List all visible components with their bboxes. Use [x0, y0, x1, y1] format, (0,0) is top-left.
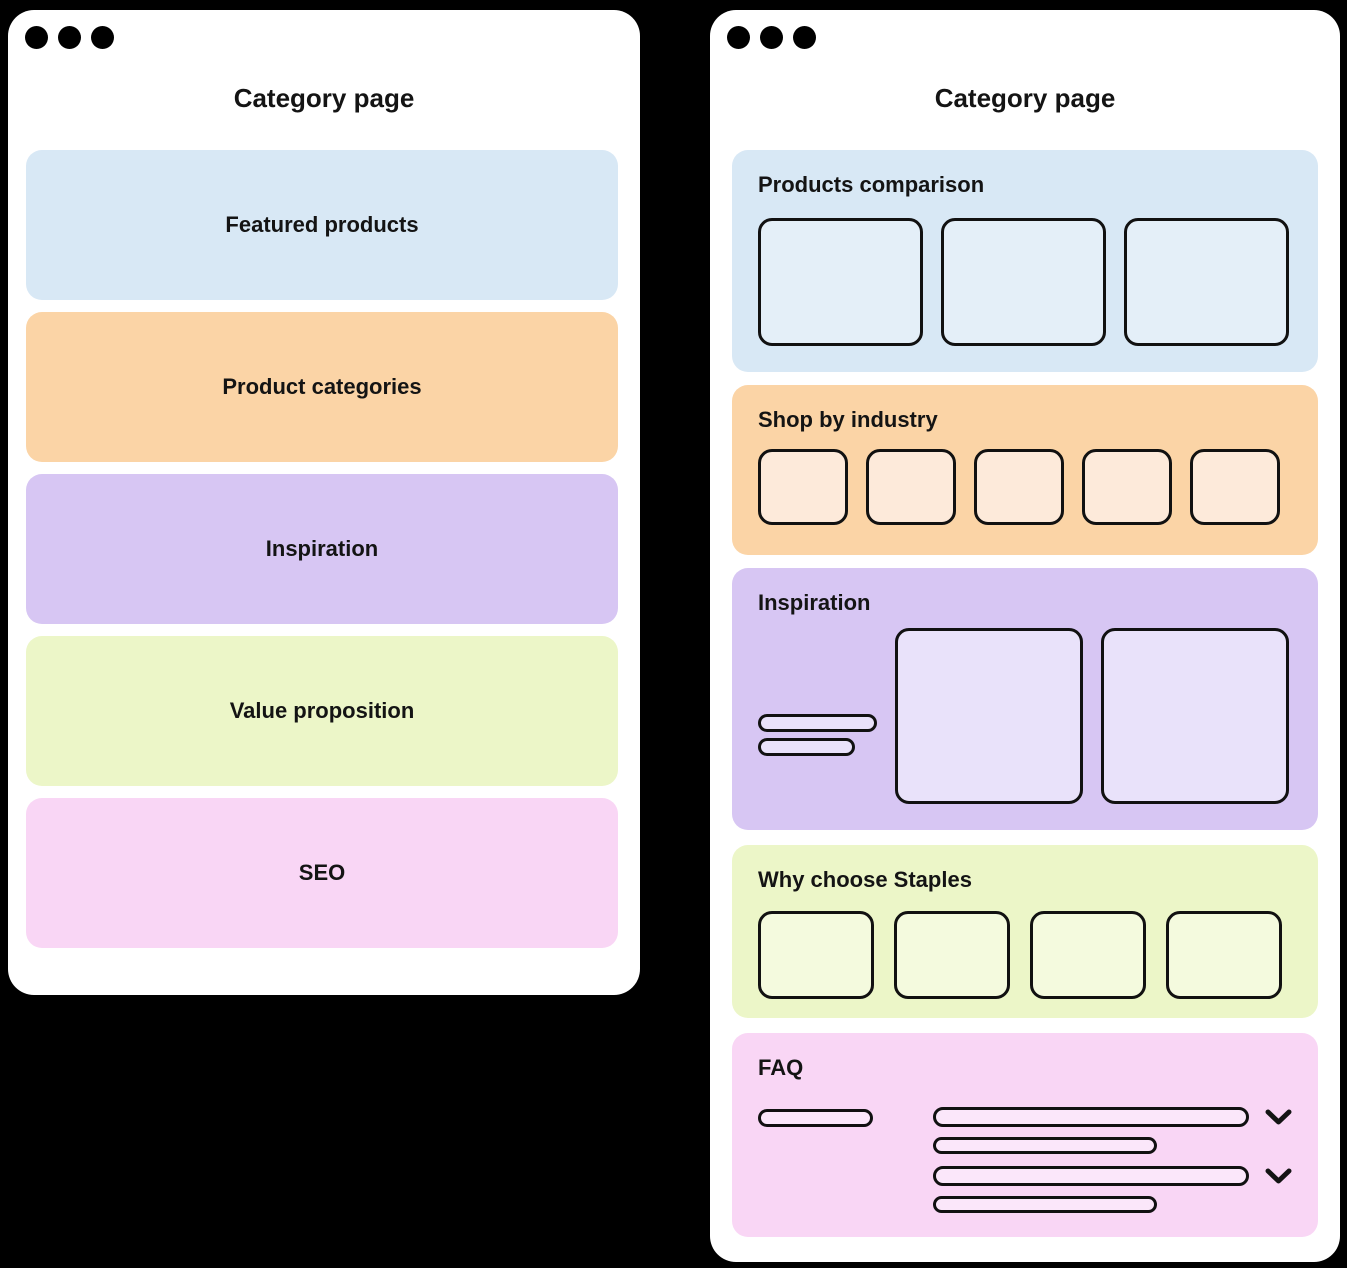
- section-product-categories: Product categories: [26, 312, 618, 462]
- answer-line-placeholder: [933, 1137, 1157, 1154]
- section-title: Products comparison: [758, 172, 985, 197]
- product-card-row: [758, 218, 1292, 346]
- browser-window-simple: Category page Featured products Product …: [8, 10, 640, 995]
- section-products-comparison: Products comparison: [732, 150, 1318, 372]
- product-card-placeholder: [941, 218, 1106, 346]
- industry-tile-placeholder: [866, 449, 956, 525]
- faq-topic-line-placeholder: [758, 1109, 873, 1127]
- window-dot-icon: [58, 26, 81, 49]
- window-dot-icon: [25, 26, 48, 49]
- section-label: Value proposition: [229, 698, 415, 723]
- window-controls: [25, 26, 114, 49]
- window-controls: [727, 26, 816, 49]
- section-inspiration-detail: Inspiration: [732, 568, 1318, 830]
- benefit-card-placeholder: [1166, 911, 1282, 999]
- industry-tile-placeholder: [1190, 449, 1280, 525]
- section-stack: Featured products Product categories Ins…: [26, 150, 618, 948]
- text-line-placeholder: [758, 714, 877, 732]
- section-label: Featured products: [225, 212, 419, 237]
- product-card-placeholder: [1124, 218, 1289, 346]
- section-label: Product categories: [222, 374, 422, 399]
- section-featured-products: Featured products: [26, 150, 618, 300]
- browser-window-detailed: Category page Products comparison Shop b…: [710, 10, 1340, 1262]
- page-title: Category page: [233, 83, 415, 113]
- window-dot-icon: [793, 26, 816, 49]
- chevron-down-icon[interactable]: [1265, 1168, 1292, 1185]
- window-dot-icon: [727, 26, 750, 49]
- faq-question-row[interactable]: [933, 1107, 1292, 1127]
- window-dot-icon: [760, 26, 783, 49]
- section-inspiration: Inspiration: [26, 474, 618, 624]
- product-card-placeholder: [758, 218, 923, 346]
- benefit-card-placeholder: [894, 911, 1010, 999]
- inspiration-image-placeholder: [1101, 628, 1289, 804]
- section-title: FAQ: [758, 1055, 804, 1080]
- industry-tile-placeholder: [1082, 449, 1172, 525]
- industry-tile-placeholder: [758, 449, 848, 525]
- section-label: SEO: [298, 860, 346, 885]
- section-why-choose-staples: Why choose Staples: [732, 845, 1318, 1018]
- section-faq: FAQ: [732, 1033, 1318, 1237]
- section-label: Inspiration: [265, 536, 379, 561]
- page-title: Category page: [934, 83, 1116, 113]
- benefit-card-placeholder: [758, 911, 874, 999]
- section-seo: SEO: [26, 798, 618, 948]
- faq-question-row[interactable]: [933, 1166, 1292, 1186]
- faq-question-list: [933, 1107, 1292, 1225]
- text-placeholder-group: [758, 628, 877, 804]
- industry-tile-row: [758, 449, 1292, 525]
- industry-tile-placeholder: [974, 449, 1064, 525]
- window-dot-icon: [91, 26, 114, 49]
- section-shop-by-industry: Shop by industry: [732, 385, 1318, 555]
- chevron-down-icon[interactable]: [1265, 1109, 1292, 1126]
- inspiration-image-placeholder: [895, 628, 1083, 804]
- benefit-card-row: [758, 911, 1292, 999]
- section-value-proposition: Value proposition: [26, 636, 618, 786]
- question-line-placeholder: [933, 1107, 1249, 1127]
- inspiration-content-row: [758, 628, 1292, 804]
- text-line-placeholder: [758, 738, 855, 756]
- answer-line-placeholder: [933, 1196, 1157, 1213]
- benefit-card-placeholder: [1030, 911, 1146, 999]
- faq-content: [758, 1107, 1292, 1225]
- section-title: Why choose Staples: [758, 867, 972, 892]
- section-title: Shop by industry: [758, 407, 938, 432]
- question-line-placeholder: [933, 1166, 1249, 1186]
- section-title: Inspiration: [758, 590, 871, 615]
